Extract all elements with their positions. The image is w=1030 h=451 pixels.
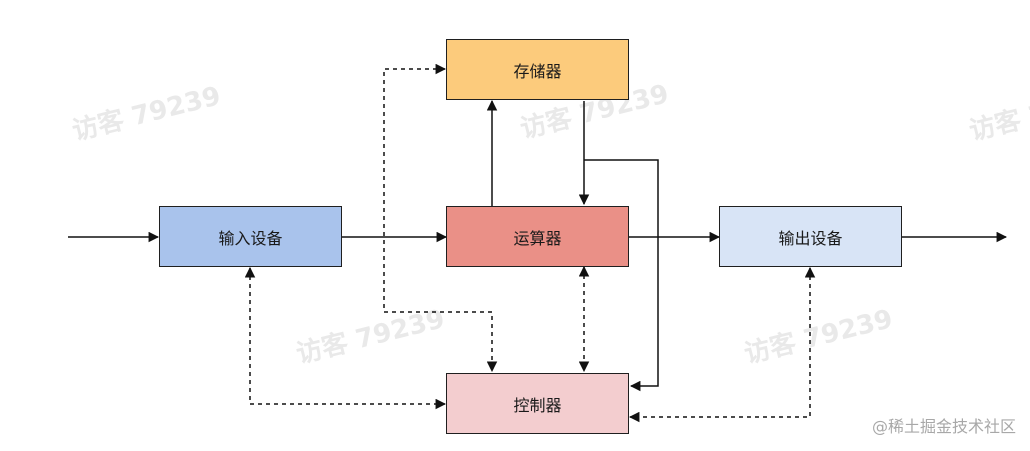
alu-label: 运算器	[513, 228, 562, 248]
control-label: 控制器	[513, 395, 562, 415]
memory-label: 存储器	[513, 61, 562, 81]
alu-node: 运算器	[446, 206, 629, 267]
edge-input-control-dashed	[244, 266, 447, 410]
edge-memory-control	[584, 159, 659, 392]
source-watermark: @稀土掘金技术社区	[871, 417, 1016, 436]
output-label: 输出设备	[778, 228, 843, 248]
output-node: 输出设备	[719, 206, 902, 267]
input-node: 输入设备	[159, 206, 342, 267]
control-node: 控制器	[446, 373, 629, 434]
memory-node: 存储器	[446, 39, 629, 100]
edge-output-control-dashed	[628, 266, 816, 423]
input-label: 输入设备	[218, 228, 283, 248]
